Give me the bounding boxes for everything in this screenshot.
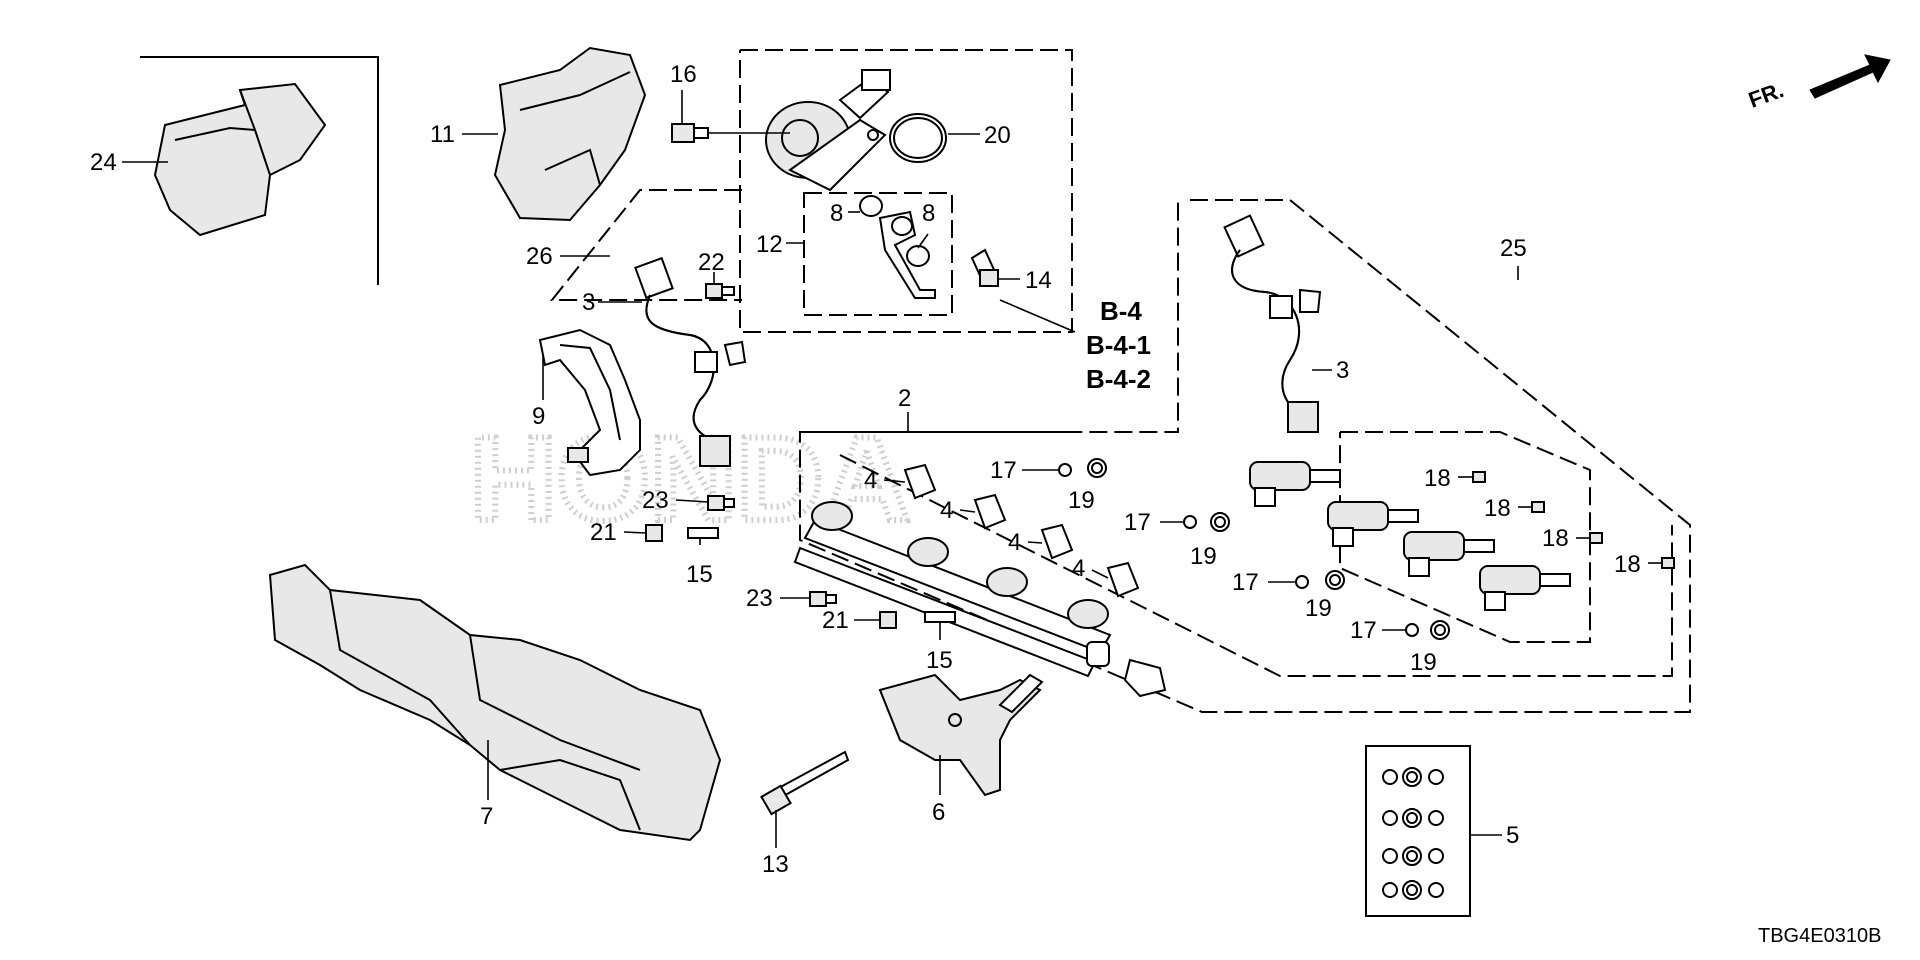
callout-26: 26	[526, 243, 553, 270]
callout-3-left: 3	[582, 289, 595, 316]
callout-19-d: 19	[1410, 649, 1437, 676]
callout-21-b: 21	[822, 607, 849, 634]
engine-cover-7-part	[268, 563, 722, 842]
callout-14: 14	[1025, 267, 1052, 294]
seal-kit-5-part	[1382, 767, 1444, 900]
ref-label-b4-1: B-4-1	[1086, 330, 1151, 360]
callout-3-right: 3	[1336, 357, 1349, 384]
reference-labels: B-4 B-4-1 B-4-2	[1086, 296, 1151, 394]
callout-13: 13	[762, 851, 789, 878]
injector-1-part	[1249, 461, 1341, 507]
callout-17-c: 17	[1232, 569, 1259, 596]
callout-15-a: 15	[686, 561, 713, 588]
callout-2: 2	[898, 385, 911, 412]
callout-18-b: 18	[1484, 495, 1511, 522]
callout-19-c: 19	[1305, 595, 1332, 622]
callout-18-a: 18	[1424, 465, 1451, 492]
diagram-code: TBG4E0310B	[1758, 925, 1881, 947]
bracket-6-part	[878, 673, 1044, 797]
fuel-rail-cover-part	[153, 82, 327, 237]
high-pressure-pump-part	[765, 69, 891, 192]
pump-cover-part	[493, 46, 647, 222]
callout-8-right: 8	[922, 200, 935, 227]
o-ring-20-part	[889, 113, 947, 163]
callout-labels: 24 11 16 20 8 8 12 14 26 22 3 9 25 3 2 1…	[90, 61, 1641, 878]
pump-lifter-12-part	[878, 210, 936, 299]
callout-25: 25	[1500, 235, 1527, 262]
ref-label-b4-2: B-4-2	[1086, 364, 1151, 394]
callout-21-a: 21	[590, 519, 617, 546]
callout-4-a: 4	[864, 467, 877, 494]
injector-2-part	[1327, 501, 1419, 547]
fuel-pipe-right-part	[1223, 214, 1322, 433]
ref-label-b4: B-4	[1100, 296, 1142, 326]
callout-9: 9	[532, 403, 545, 430]
front-direction-arrow-icon	[1809, 54, 1891, 99]
callout-4-c: 4	[1008, 529, 1021, 556]
bolt-16-part	[671, 123, 709, 143]
callout-24: 24	[90, 149, 117, 176]
callout-19-b: 19	[1190, 543, 1217, 570]
leader-lines	[122, 90, 1662, 848]
callout-19-a: 19	[1068, 487, 1095, 514]
front-direction-label: FR.	[1745, 77, 1787, 113]
callout-23-b: 23	[746, 585, 773, 612]
bolt-22-part	[705, 283, 735, 299]
callout-12: 12	[756, 231, 783, 258]
fuel-pipe-left-part	[634, 256, 747, 467]
clip-4-parts	[903, 463, 1140, 598]
callout-11: 11	[430, 121, 455, 148]
seal-8-part	[859, 195, 930, 267]
seal-17-19-parts	[1058, 458, 1450, 640]
callout-8-left: 8	[830, 200, 843, 227]
injector-3-part	[1403, 531, 1495, 577]
callout-17-d: 17	[1350, 617, 1377, 644]
callout-18-c: 18	[1542, 525, 1569, 552]
injector-4-part	[1479, 565, 1571, 611]
bracket-9-part	[538, 328, 641, 477]
callout-20: 20	[984, 122, 1011, 149]
callout-22: 22	[698, 249, 725, 276]
callout-5: 5	[1506, 822, 1519, 849]
callout-7: 7	[480, 803, 493, 830]
callout-4-b: 4	[940, 497, 953, 524]
callout-16: 16	[670, 61, 697, 88]
callout-4-d: 4	[1072, 555, 1085, 582]
callout-18-d: 18	[1614, 551, 1641, 578]
callout-23-a: 23	[642, 487, 669, 514]
callout-17-b: 17	[1124, 509, 1151, 536]
callout-15-b: 15	[926, 647, 953, 674]
callout-17-a: 17	[990, 457, 1017, 484]
group-lines	[140, 49, 1691, 917]
callout-6: 6	[932, 799, 945, 826]
bolt-13-part	[760, 750, 850, 816]
bolt-14-part	[970, 248, 999, 287]
